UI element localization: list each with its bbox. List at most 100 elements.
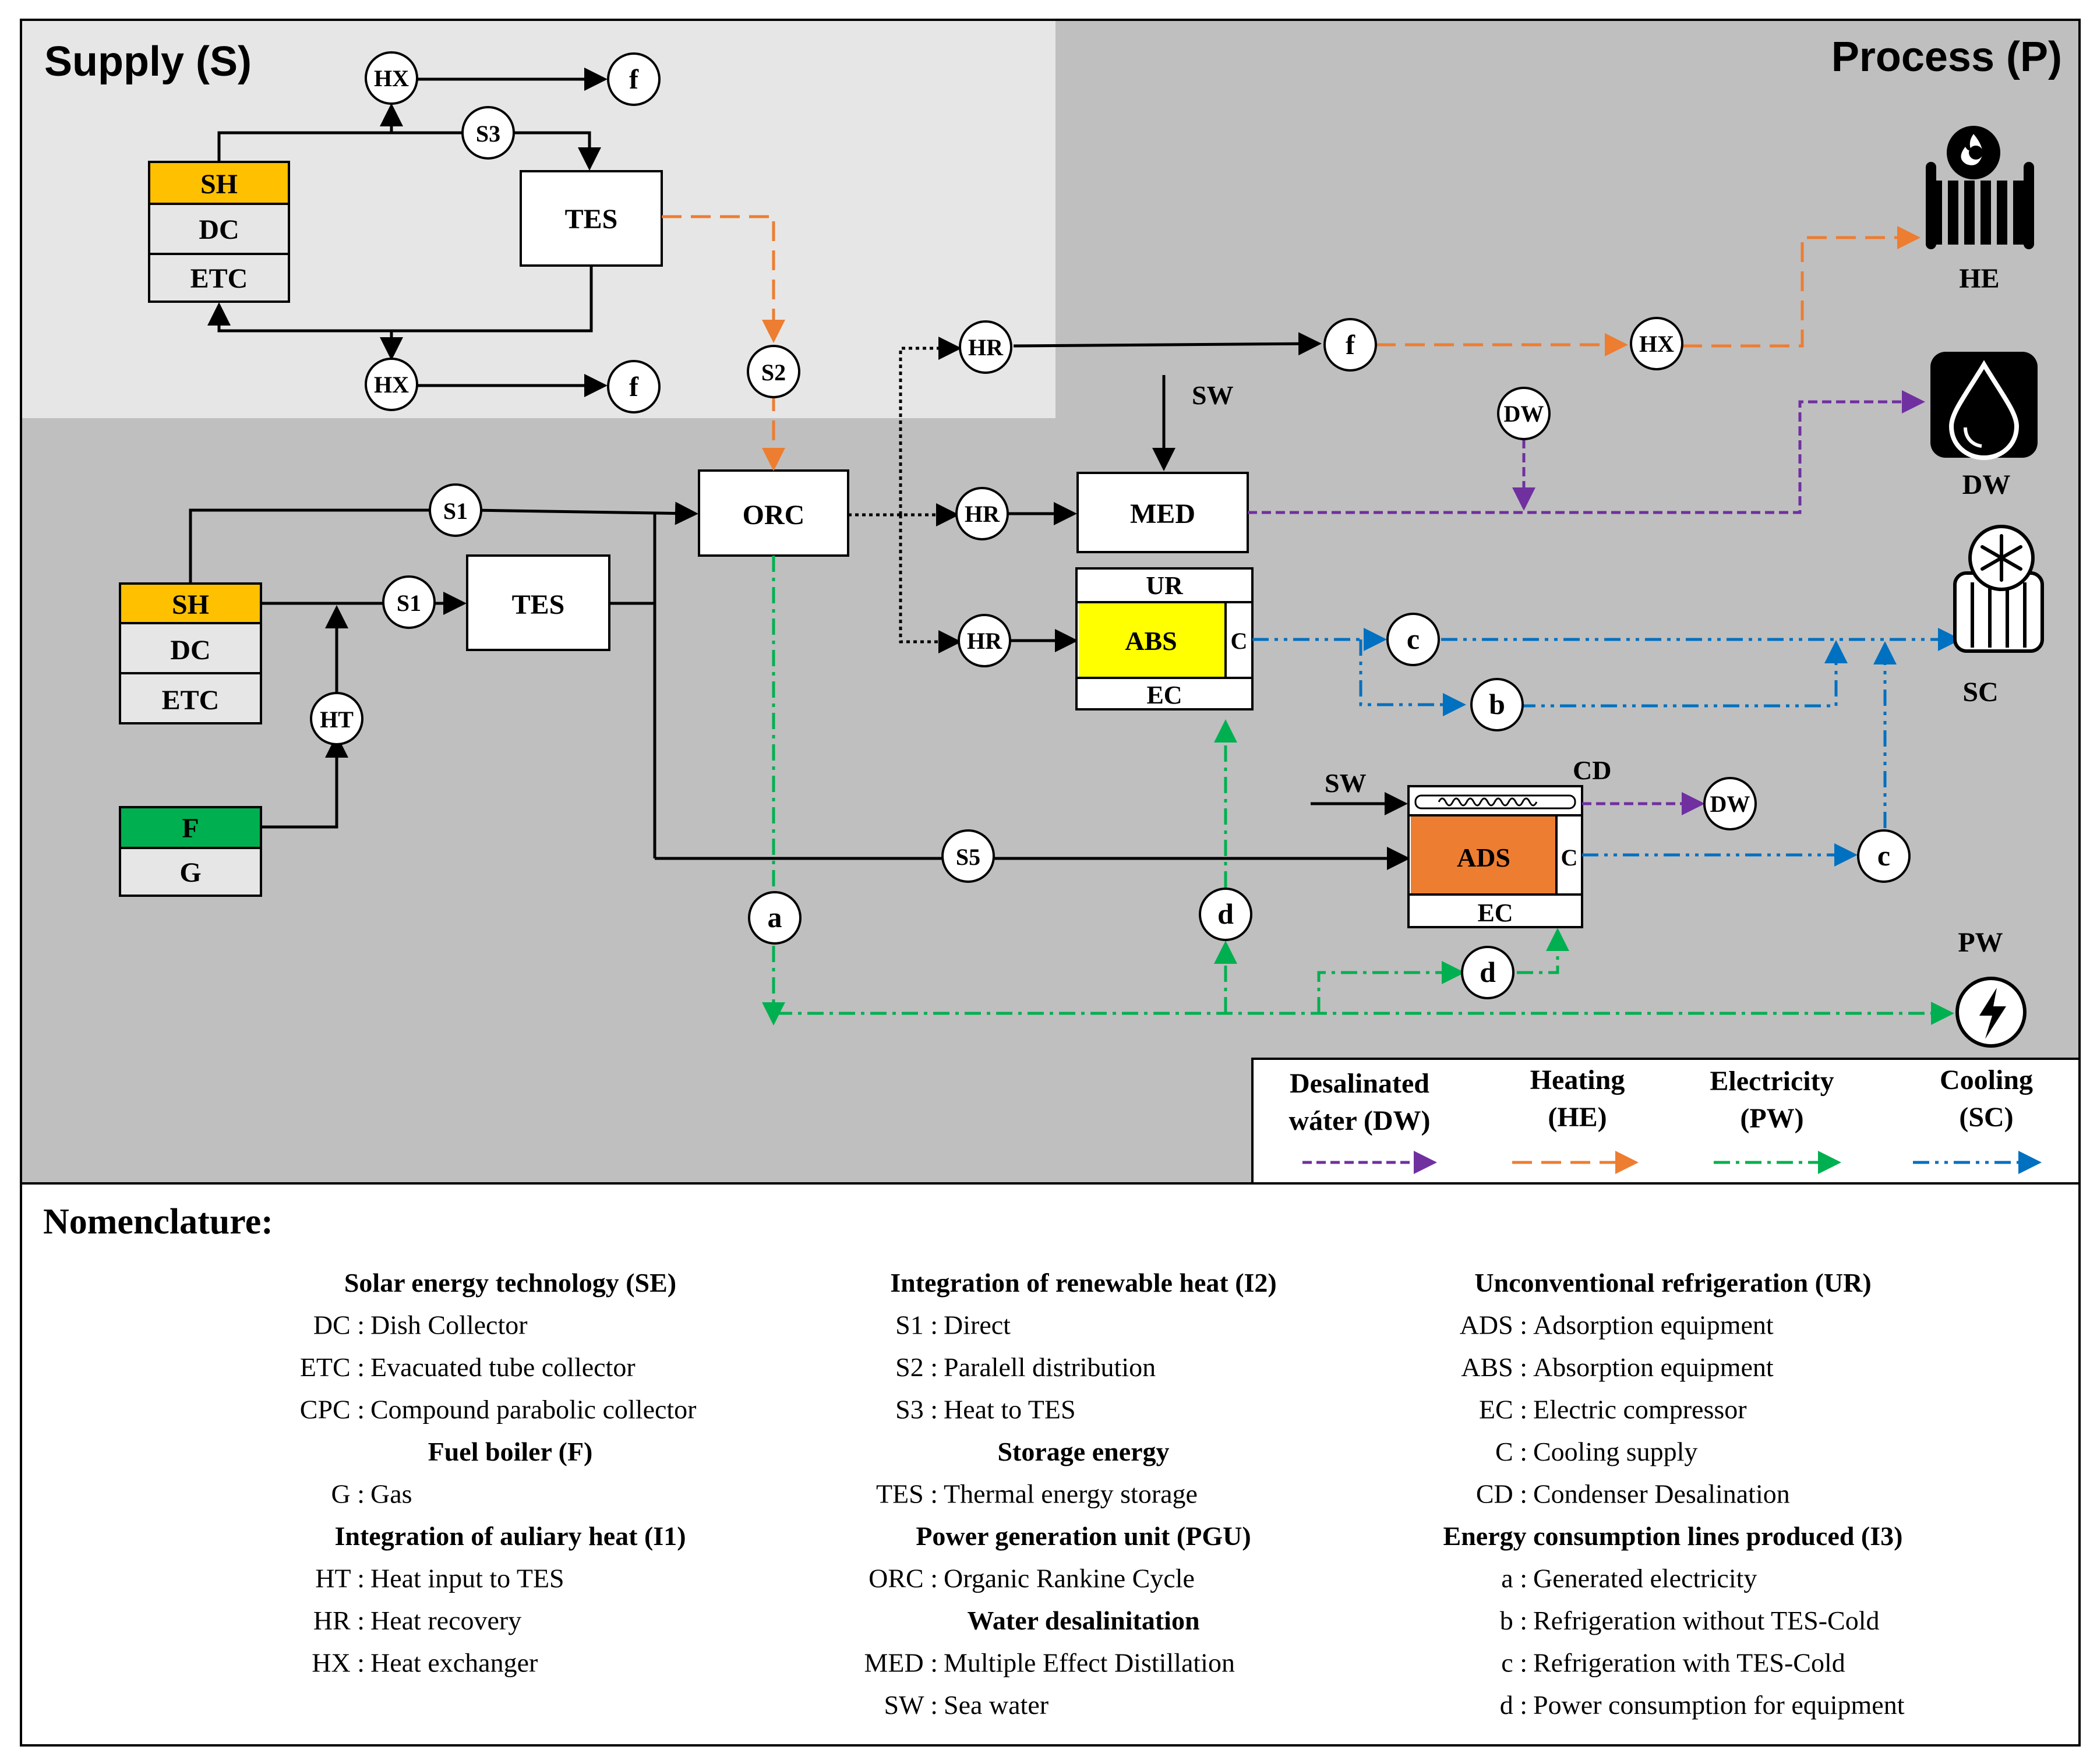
hr-top-text: HR (968, 334, 1004, 360)
nomenclature-heading: Water desalinitation (967, 1606, 1199, 1635)
nomenclature-heading: Power generation unit (PGU) (916, 1521, 1251, 1551)
main-sh-dc-etc-stack: SH DC ETC (119, 582, 262, 724)
nomenclature-abbr: S1 : (895, 1310, 938, 1340)
a-text: a (768, 901, 782, 934)
nomenclature-abbr: S3 : (895, 1395, 938, 1424)
cooling-radiator-icon (1953, 525, 2044, 653)
dw-top-text: DW (1504, 401, 1544, 427)
node-c-right (1857, 829, 1911, 883)
heating-radiator-icon (1926, 126, 2034, 249)
sw-top-label: SW (1192, 380, 1234, 410)
abs-unit: UR ABS C EC (1075, 567, 1254, 710)
cooling-lines (1252, 628, 1961, 867)
ads-c-label: C (1561, 844, 1578, 871)
legend-pw-line2: (PW) (1740, 1103, 1803, 1134)
nomenclature-abbr: S2 : (895, 1352, 938, 1382)
pw-output-label: PW (1958, 927, 2003, 958)
node-circles (310, 51, 1911, 999)
node-f-mid (1323, 318, 1377, 372)
abs-label: ABS (1125, 626, 1177, 656)
node-f-top (607, 52, 661, 106)
nomenclature-abbr: MED : (864, 1648, 938, 1678)
node-hx-top (365, 51, 418, 105)
abs-ec-label: EC (1146, 681, 1182, 709)
node-dw-top (1497, 387, 1551, 440)
nomenclature-desc: Compound parabolic collector (370, 1395, 697, 1424)
nomenclature-heading: Unconventional refrigeration (UR) (1474, 1268, 1871, 1298)
nomenclature-abbr: ORC : (869, 1564, 938, 1593)
ads-ec-label: EC (1477, 899, 1513, 927)
process-title: Process (P) (1831, 34, 2062, 80)
main-tes-label: TES (512, 589, 565, 620)
nomenclature-desc: Refrigeration with TES-Cold (1533, 1648, 1845, 1678)
water-drop-icon (1930, 352, 2038, 461)
node-hr-mid (955, 487, 1009, 540)
nomenclature-desc: Condenser Desalination (1533, 1479, 1790, 1509)
dc-block (148, 203, 290, 255)
node-labels: HX f S3 HX f S2 S1 S1 HT HR HR HR f HX D… (320, 64, 1890, 988)
f-top-text: f (629, 64, 639, 95)
s5-text: S5 (956, 844, 980, 870)
node-c-top (1386, 613, 1440, 666)
node-dw-ads (1703, 777, 1757, 830)
b-text: b (1489, 688, 1505, 720)
orc-label: ORC (743, 500, 805, 531)
nomenclature-abbr: c : (1501, 1648, 1527, 1678)
nomenclature-abbr: DC : (313, 1310, 365, 1340)
nomenclature-abbr: CPC : (300, 1395, 365, 1424)
nomenclature-abbr: TES : (876, 1479, 938, 1509)
supply-tes-box (520, 170, 663, 267)
ht-text: HT (320, 706, 354, 733)
node-b (1470, 678, 1524, 731)
main-sh-label: SH (172, 589, 209, 620)
nomenclature-desc: Paralell distribution (944, 1352, 1156, 1382)
nomenclature-heading: Energy consumption lines produced (I3) (1443, 1521, 1903, 1551)
nomenclature-abbr: ABS : (1461, 1352, 1527, 1382)
nomenclature-desc: Evacuated tube collector (370, 1352, 636, 1382)
nomenclature-abbr: EC : (1479, 1395, 1527, 1424)
nomenclature-desc: Sea water (944, 1690, 1048, 1720)
nomenclature-abbr: a : (1501, 1564, 1527, 1593)
nomenclature-abbr: ETC : (300, 1352, 365, 1382)
nomenclature-heading: Solar energy technology (SE) (344, 1268, 676, 1298)
nomenclature-desc: Gas (370, 1479, 412, 1509)
ads-sw-label: SW (1325, 768, 1367, 798)
nomenclature-heading: Integration of renewable heat (I2) (890, 1268, 1277, 1298)
hr-bottom-text: HR (967, 628, 1002, 654)
heat-recovery-dotted-lines (848, 337, 962, 653)
f-bottom-text: f (629, 372, 639, 402)
desalinated-water-lines (1248, 390, 1925, 815)
node-hx-bottom (365, 358, 418, 411)
etc-label: ETC (190, 263, 248, 294)
hx-bottom-text: HX (374, 372, 409, 398)
node-s1-upper (429, 483, 482, 537)
node-hr-top (959, 320, 1012, 374)
nomenclature-abbr: b : (1500, 1606, 1527, 1635)
legend-he-line1: Heating (1530, 1065, 1625, 1095)
nomenclature-desc: Power consumption for equipment (1533, 1690, 1905, 1720)
nomenclature-abbr: ADS : (1460, 1310, 1527, 1340)
node-hx-right (1630, 317, 1683, 370)
dc-label: DC (199, 214, 239, 245)
legend-dw-line1: Desalinated (1290, 1068, 1429, 1099)
ads-label: ADS (1457, 843, 1510, 872)
nomenclature-desc: Multiple Effect Distillation (944, 1648, 1235, 1678)
main-dc-label: DC (170, 635, 210, 666)
nomenclature-desc: Thermal energy storage (944, 1479, 1198, 1509)
outer-frame (20, 19, 2081, 1747)
supply-title: Supply (S) (44, 38, 252, 85)
nomenclature-desc: Heat to TES (944, 1395, 1076, 1424)
nomenclature-abbr: G : (331, 1479, 365, 1509)
lightning-icon (1955, 977, 2027, 1048)
supply-tes-label: TES (565, 204, 618, 235)
med-box (1076, 472, 1249, 553)
hx-right-text: HX (1639, 331, 1674, 357)
nomenclature-desc: Dish Collector (370, 1310, 528, 1340)
nomenclature-title: Nomenclature: (43, 1202, 273, 1242)
s2-text: S2 (761, 359, 786, 386)
node-d-right (1461, 946, 1514, 999)
g-label: G (179, 857, 201, 888)
nomenclature-desc: Direct (944, 1310, 1011, 1340)
orc-box (698, 469, 849, 557)
